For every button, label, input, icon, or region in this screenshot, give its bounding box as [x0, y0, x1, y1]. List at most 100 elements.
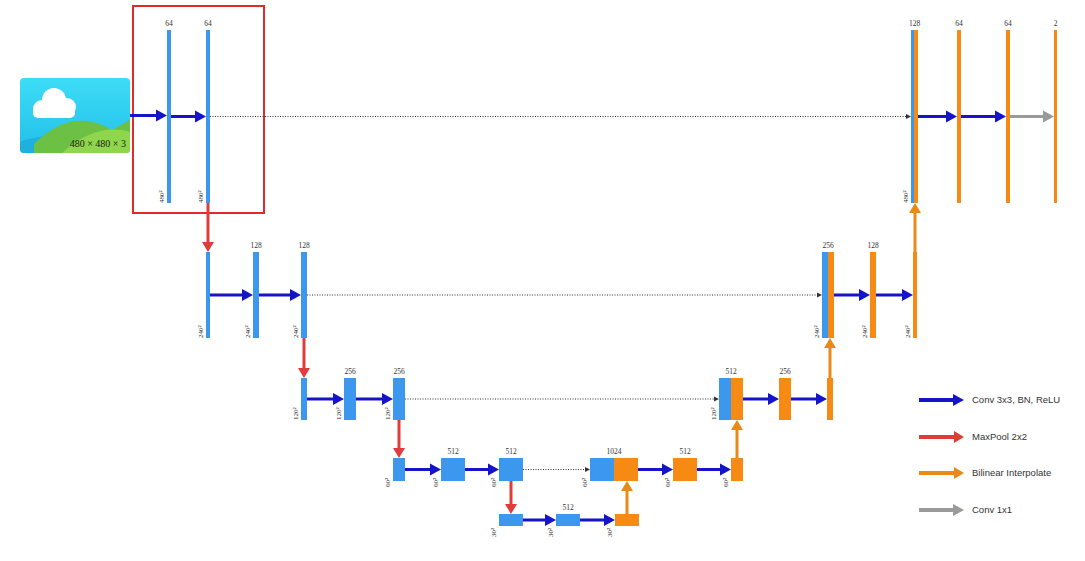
spatial-size: 120²: [293, 407, 300, 420]
legend-arrow: [918, 392, 966, 408]
connector-line: [307, 295, 819, 296]
channel-count: 128: [909, 20, 920, 28]
connector-line: [210, 294, 245, 297]
channel-count: 128: [298, 242, 309, 250]
spatial-size: 120²: [336, 407, 343, 420]
legend-arrow-line: [919, 398, 956, 402]
channel-count: 256: [344, 368, 355, 376]
arrow-head: [662, 464, 673, 476]
legend-arrow-head: [953, 394, 964, 406]
connector-line: [510, 481, 513, 507]
feature-map: 64: [957, 30, 961, 203]
operation-arrow: [961, 111, 1006, 123]
connector-line: [626, 488, 629, 514]
channel-count: 2: [1054, 20, 1058, 28]
spatial-size: 120²: [711, 407, 718, 420]
legend-arrow-line: [919, 471, 957, 475]
connector-line: [961, 115, 998, 118]
spatial-size: 240²: [293, 325, 300, 338]
legend-entry: Conv 1x1: [918, 502, 1078, 518]
feature-map: [827, 378, 833, 420]
feature-map: 2: [1054, 30, 1057, 203]
connector-line: [210, 116, 908, 117]
spatial-size: 60²: [665, 477, 672, 486]
concat-feature-map: 256240²: [822, 252, 834, 338]
arrow-head: [156, 110, 167, 122]
arrow-head: [731, 420, 743, 430]
channel-count: 512: [725, 368, 736, 376]
legend-label: Conv 3x3, BN, ReLU: [972, 395, 1060, 405]
arrow-head: [488, 464, 499, 476]
arrow-head: [382, 393, 393, 405]
feature-map: 51230²: [556, 514, 580, 526]
operation-arrow: [171, 111, 206, 123]
input-image-icon: [20, 78, 130, 153]
spatial-size: 30²: [491, 528, 498, 537]
connector-line: [523, 469, 587, 470]
spatial-size: 60²: [433, 477, 440, 486]
operation-arrow: [834, 289, 870, 301]
operation-arrow: [356, 393, 393, 405]
operation-arrow: [405, 464, 441, 476]
connector-line: [736, 427, 739, 458]
feature-map: 64480²: [206, 30, 210, 203]
concat-feature-map: 102460²: [590, 458, 638, 481]
spatial-size: 60²: [723, 477, 730, 486]
feature-map: 64480²: [167, 30, 171, 203]
operation-arrow: [523, 514, 556, 526]
input-image: 480 × 480 × 3: [20, 78, 130, 153]
arrow-head: [298, 368, 310, 378]
arrow-head: [242, 289, 253, 301]
operation-arrow: [210, 289, 253, 301]
channel-count: 64: [204, 20, 212, 28]
operation-arrow: [202, 203, 214, 252]
feature-map: 120²: [301, 378, 307, 420]
channel-count: 512: [562, 504, 573, 512]
feature-map: 256: [779, 378, 791, 420]
channel-count: 128: [250, 242, 261, 250]
concat-feature-map: 128480²: [911, 30, 918, 203]
arrow-head: [1043, 111, 1054, 123]
feature-map: 240²: [206, 252, 210, 338]
feature-map: 51260²: [499, 458, 523, 481]
connector-line: [207, 203, 210, 245]
spatial-size: 120²: [385, 407, 392, 420]
connector-line: [580, 519, 607, 522]
operation-arrow: [580, 514, 615, 526]
connector-line: [791, 398, 819, 401]
feature-map: 60²: [731, 458, 743, 481]
feature-map: 60²: [393, 458, 405, 481]
concat-feature-map: 512120²: [719, 378, 743, 420]
connector-line: [918, 115, 949, 118]
feature-map: 64: [1006, 30, 1010, 203]
connector-line: [876, 294, 905, 297]
legend-arrow-head: [954, 467, 964, 479]
legend-entry: Bilinear Interpolate: [918, 465, 1078, 481]
legend-arrow: [918, 429, 966, 445]
operation-arrow: [307, 393, 344, 405]
operation-arrow: [909, 203, 921, 252]
arrow-head: [902, 289, 913, 301]
connector-line: [130, 114, 159, 117]
operation-arrow: [130, 110, 167, 122]
legend-label: MaxPool 2x2: [972, 432, 1027, 442]
arrow-head: [430, 464, 441, 476]
skip-connection: [405, 397, 719, 402]
channel-count: 64: [955, 20, 963, 28]
arrow-head: [824, 338, 836, 348]
legend-entry: Conv 3x3, BN, ReLU: [918, 392, 1078, 408]
connector-line: [465, 468, 491, 471]
connector-line: [259, 294, 293, 297]
feature-map: 51260²: [673, 458, 697, 481]
legend-arrow-head: [953, 504, 964, 516]
connector-line: [398, 420, 401, 451]
channel-count: 64: [165, 20, 173, 28]
connector-line: [356, 398, 385, 401]
legend-label: Conv 1x1: [972, 505, 1012, 515]
arrow-head: [621, 481, 633, 491]
arrow-head: [720, 464, 731, 476]
feature-map: 256120²: [344, 378, 356, 420]
arrow-head: [290, 289, 301, 301]
